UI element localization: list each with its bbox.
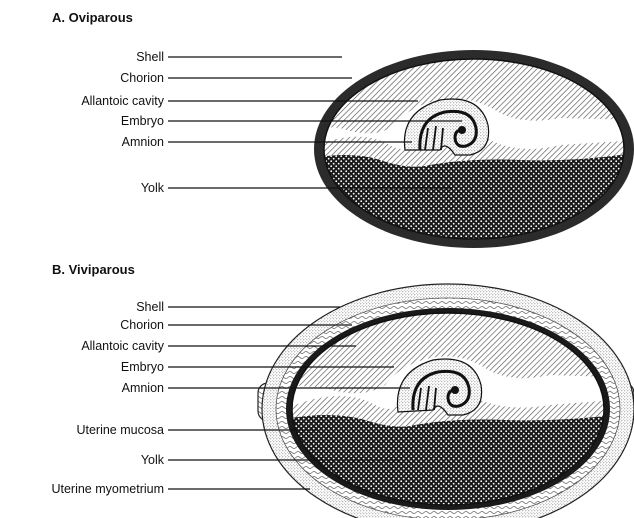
oviparous-title: A. Oviparous: [52, 10, 133, 25]
viviparous-title: B. Viviparous: [52, 262, 135, 277]
viviparous-label-shell: Shell: [136, 300, 164, 314]
oviparous-label-amnion: Amnion: [122, 135, 164, 149]
oviparous-label-chorion: Chorion: [120, 71, 164, 85]
viviparous-label-embryo: Embryo: [121, 360, 164, 374]
oviparous-label-allantoic-cavity: Allantoic cavity: [81, 94, 164, 108]
viviparous-label-uterine-myometrium: Uterine myometrium: [51, 482, 164, 496]
oviparous-egg: [300, 50, 634, 260]
oviparous-label-embryo: Embryo: [121, 114, 164, 128]
viviparous-label-chorion: Chorion: [120, 318, 164, 332]
viviparous-label-amnion: Amnion: [122, 381, 164, 395]
viviparous-label-yolk: Yolk: [141, 453, 164, 467]
viviparous-egg: [258, 284, 634, 518]
oviparous-label-shell: Shell: [136, 50, 164, 64]
viviparous-label-uterine-mucosa: Uterine mucosa: [76, 423, 164, 437]
oviparous-label-yolk: Yolk: [141, 181, 164, 195]
viviparous-label-allantoic-cavity: Allantoic cavity: [81, 339, 164, 353]
